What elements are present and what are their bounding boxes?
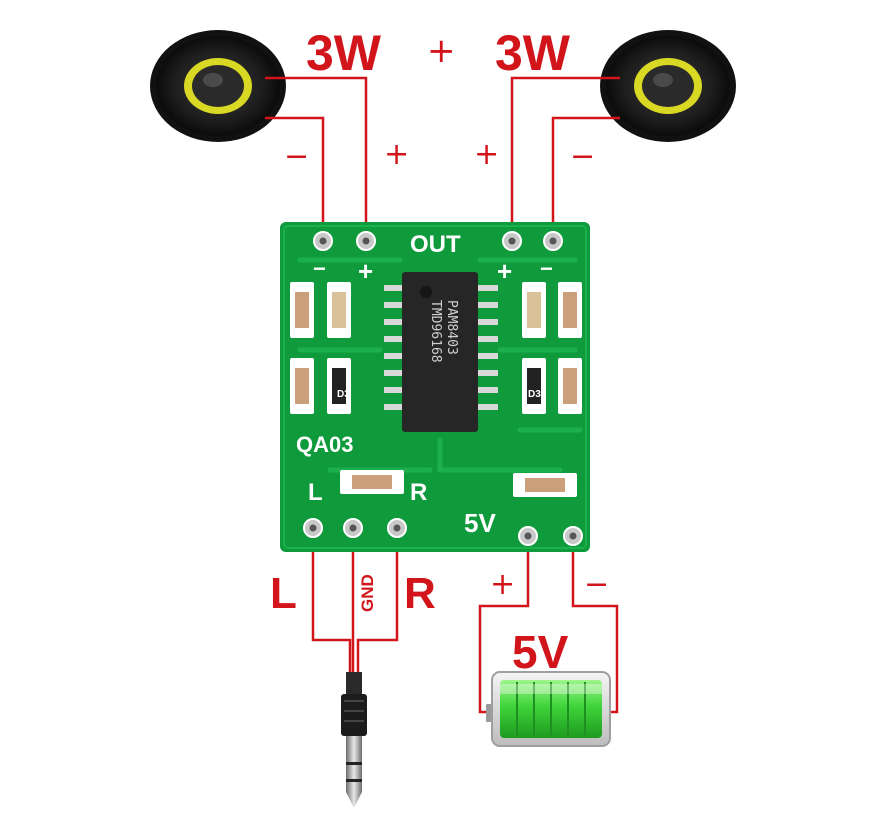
battery [486,671,611,747]
smd-components-right [522,282,582,414]
input-gnd-label: GND [358,574,377,612]
silk-out-label: OUT [410,231,461,258]
wires [265,76,620,714]
silk-out-plus-left: + [358,256,373,286]
plus-top-label: + [427,31,456,71]
speaker-left-plus-label: + [384,137,409,172]
wire-supply-minus [571,536,619,714]
silk-d3-left: D3 [337,389,350,400]
smd-components-bottom [340,470,577,497]
pcb-board: PAM8403 TMD96168 OUT + − + − D3 D3 QA03 … [280,222,590,552]
speaker-right [600,30,736,142]
supply-minus-label: − [584,567,609,602]
wire-right-speaker-minus [551,116,620,238]
supply-plus-label: + [490,567,515,602]
power-right-label: 3W [495,25,571,81]
wire-input-right [356,528,399,672]
silk-model: QA03 [296,432,353,457]
silk-5v-label: 5V [464,508,496,538]
silk-out-minus-right: − [540,256,553,281]
speaker-left-minus-label: − [284,139,309,174]
chip-marking-2: TMD96168 [428,300,443,363]
chip-marking-1: PAM8403 [444,300,459,355]
speaker-right-plus-label: + [474,137,499,172]
amplifier-chip [402,272,478,432]
wire-input-left [311,528,352,672]
wire-supply-plus [478,536,530,714]
wire-left-speaker-plus [265,76,368,238]
input-right-label: R [404,569,436,618]
audio-jack [341,672,367,808]
input-left-label: L [270,569,297,618]
speaker-left [150,30,286,142]
wire-right-speaker-plus [510,76,620,238]
speaker-right-minus-label: − [570,139,595,174]
power-left-label: 3W [306,25,382,81]
smd-components-left [290,282,351,414]
silk-out-plus-right: + [497,256,512,286]
silk-out-minus-left: − [313,256,326,281]
chip-pins [384,285,498,410]
silk-d3-right: D3 [528,389,541,400]
wire-left-speaker-minus [265,116,325,238]
silk-r-label: R [410,479,427,506]
silk-l-label: L [308,479,323,506]
supply-voltage-label: 5V [512,626,569,678]
